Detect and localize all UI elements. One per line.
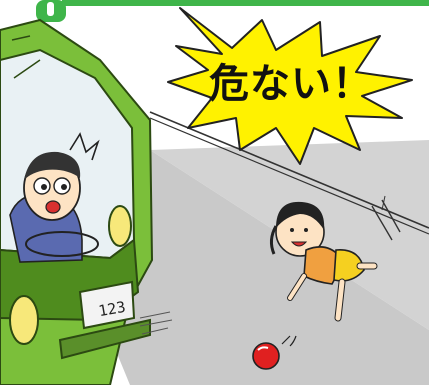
frame-tab-mark bbox=[47, 2, 54, 16]
girl-hair bbox=[276, 201, 325, 230]
frame bbox=[36, 0, 429, 22]
post-2 bbox=[381, 199, 401, 233]
ball-motion-lines bbox=[281, 335, 297, 347]
skid-lines bbox=[139, 311, 173, 335]
guardrail-bottom bbox=[149, 117, 429, 235]
road-surface bbox=[95, 150, 429, 385]
girl bbox=[269, 201, 378, 322]
girl-arm-skin bbox=[288, 274, 306, 300]
driver-alarm-mark bbox=[69, 132, 100, 161]
post-mark bbox=[381, 195, 386, 211]
driver bbox=[9, 132, 100, 263]
truck-headlight-left bbox=[9, 295, 39, 345]
driver-pupil-right bbox=[61, 184, 67, 190]
driver-pupil-left bbox=[41, 184, 47, 190]
post-1 bbox=[371, 205, 393, 241]
girl-eye-right bbox=[304, 228, 308, 232]
license-plate bbox=[78, 280, 136, 330]
girl-leg-skin bbox=[335, 279, 345, 321]
warning-text: 危ない！ bbox=[209, 61, 373, 107]
truck-headlight-right bbox=[108, 205, 132, 247]
driver-mouth bbox=[45, 200, 61, 214]
frame-top-bar bbox=[62, 0, 429, 6]
ball bbox=[252, 335, 297, 370]
steering-wheel bbox=[25, 231, 99, 257]
girl-hair-side bbox=[269, 225, 278, 255]
truck-detail bbox=[11, 35, 41, 79]
skid-marks bbox=[139, 311, 173, 335]
girl-eye-left bbox=[290, 228, 294, 232]
truck-bumper bbox=[58, 318, 151, 360]
warning-burst bbox=[167, 7, 413, 165]
driver-hair bbox=[24, 151, 81, 180]
girl-mouth bbox=[290, 241, 308, 247]
ball-highlight bbox=[257, 346, 269, 351]
starburst-icon bbox=[167, 7, 413, 165]
